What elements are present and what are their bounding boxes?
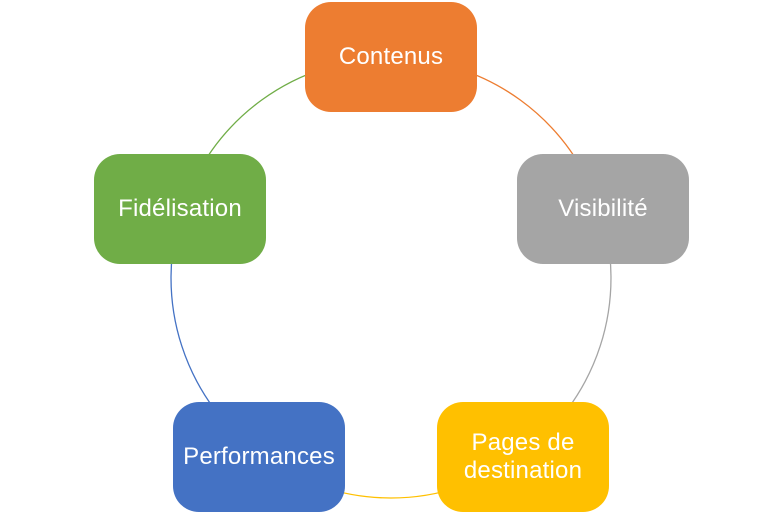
node-pages-de-destination-label: Pages de destination [463, 428, 583, 484]
node-fidelisation-label: Fidélisation [118, 194, 242, 222]
node-performances: Performances [173, 402, 345, 512]
node-contenus-label: Contenus [338, 42, 444, 70]
node-performances-label: Performances [183, 442, 335, 470]
node-contenus: Contenus [305, 2, 477, 112]
node-fidelisation: Fidélisation [94, 154, 266, 264]
node-visibilite-label: Visibilité [558, 194, 648, 222]
node-pages-de-destination: Pages de destination [437, 402, 609, 512]
node-visibilite: Visibilité [517, 154, 689, 264]
